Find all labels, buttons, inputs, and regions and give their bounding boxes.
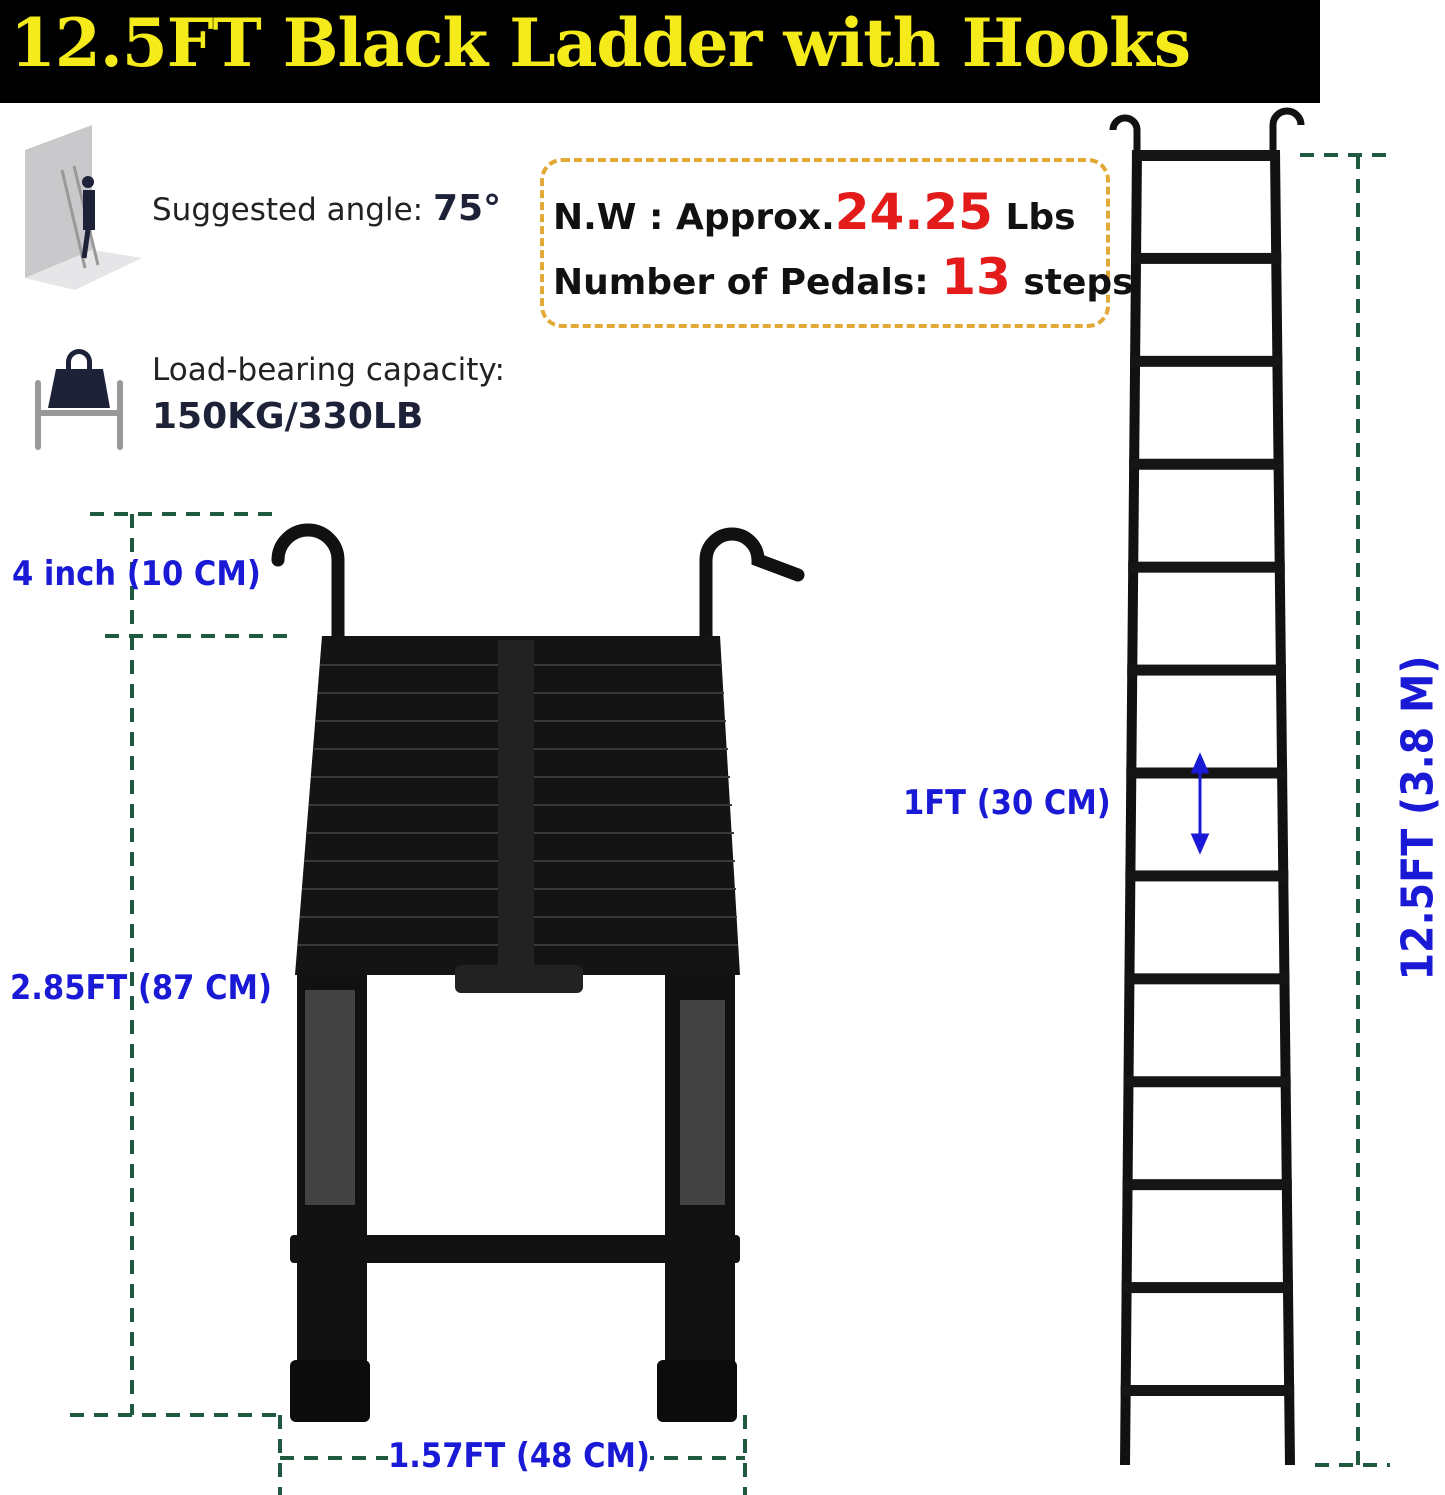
- rung: [1123, 1076, 1291, 1088]
- pedals-label: Number of Pedals:: [553, 262, 942, 303]
- rung: [1125, 870, 1289, 882]
- angle-spec: Suggested angle: 75°: [152, 188, 501, 229]
- rung: [1122, 1179, 1292, 1191]
- rung: [1127, 664, 1286, 676]
- weight-value: 24.25: [834, 183, 993, 241]
- collapsed-ladder-image: [271, 523, 805, 1422]
- load-value: 150KG/330LB: [152, 396, 424, 437]
- hook-left: [1109, 114, 1141, 155]
- rung: [1120, 1385, 1295, 1396]
- rung: [1128, 561, 1285, 573]
- angle-icon: [25, 125, 142, 290]
- rung: [1130, 355, 1283, 367]
- pedals-unit: steps: [1010, 262, 1134, 303]
- rail-right: [1270, 152, 1295, 1465]
- page-title: 12.5FT Black Ladder with Hooks: [10, 4, 1191, 82]
- rung: [1131, 252, 1282, 264]
- pedals-value: 13: [941, 248, 1011, 306]
- weight-icon: [35, 349, 123, 450]
- step-spacing-arrow: [1190, 752, 1210, 855]
- rung: [1124, 973, 1290, 985]
- pedals-line: Number of Pedals: 13 steps: [553, 248, 1134, 306]
- angle-label: Suggested angle:: [152, 192, 424, 228]
- rung: [1121, 1282, 1293, 1294]
- rung: [1129, 458, 1284, 470]
- collapsed-height-dimension: 2.85FT (87 CM): [10, 968, 272, 1008]
- weight-line: N.W : Approx.24.25 Lbs: [553, 183, 1076, 241]
- rung: [1131, 150, 1281, 161]
- extended-height-dimension: 12.5FT (3.8 M): [1392, 655, 1444, 981]
- title-banner: [0, 0, 1320, 103]
- hook-right: [1269, 107, 1305, 155]
- step-spacing-dimension: 1FT (30 CM): [903, 783, 1111, 823]
- extended-ladder-image: [1109, 107, 1305, 1465]
- info-box: [540, 158, 1110, 328]
- weight-unit: Lbs: [992, 197, 1076, 238]
- dimension-lines: [70, 153, 1390, 1495]
- angle-value: 75°: [432, 188, 502, 229]
- weight-label: N.W : Approx.: [553, 197, 835, 238]
- load-label: Load-bearing capacity:: [152, 352, 505, 388]
- hook-dimension: 4 inch (10 CM): [12, 554, 261, 594]
- rail-left: [1120, 152, 1142, 1465]
- width-dimension: 1.57FT (48 CM): [388, 1436, 650, 1476]
